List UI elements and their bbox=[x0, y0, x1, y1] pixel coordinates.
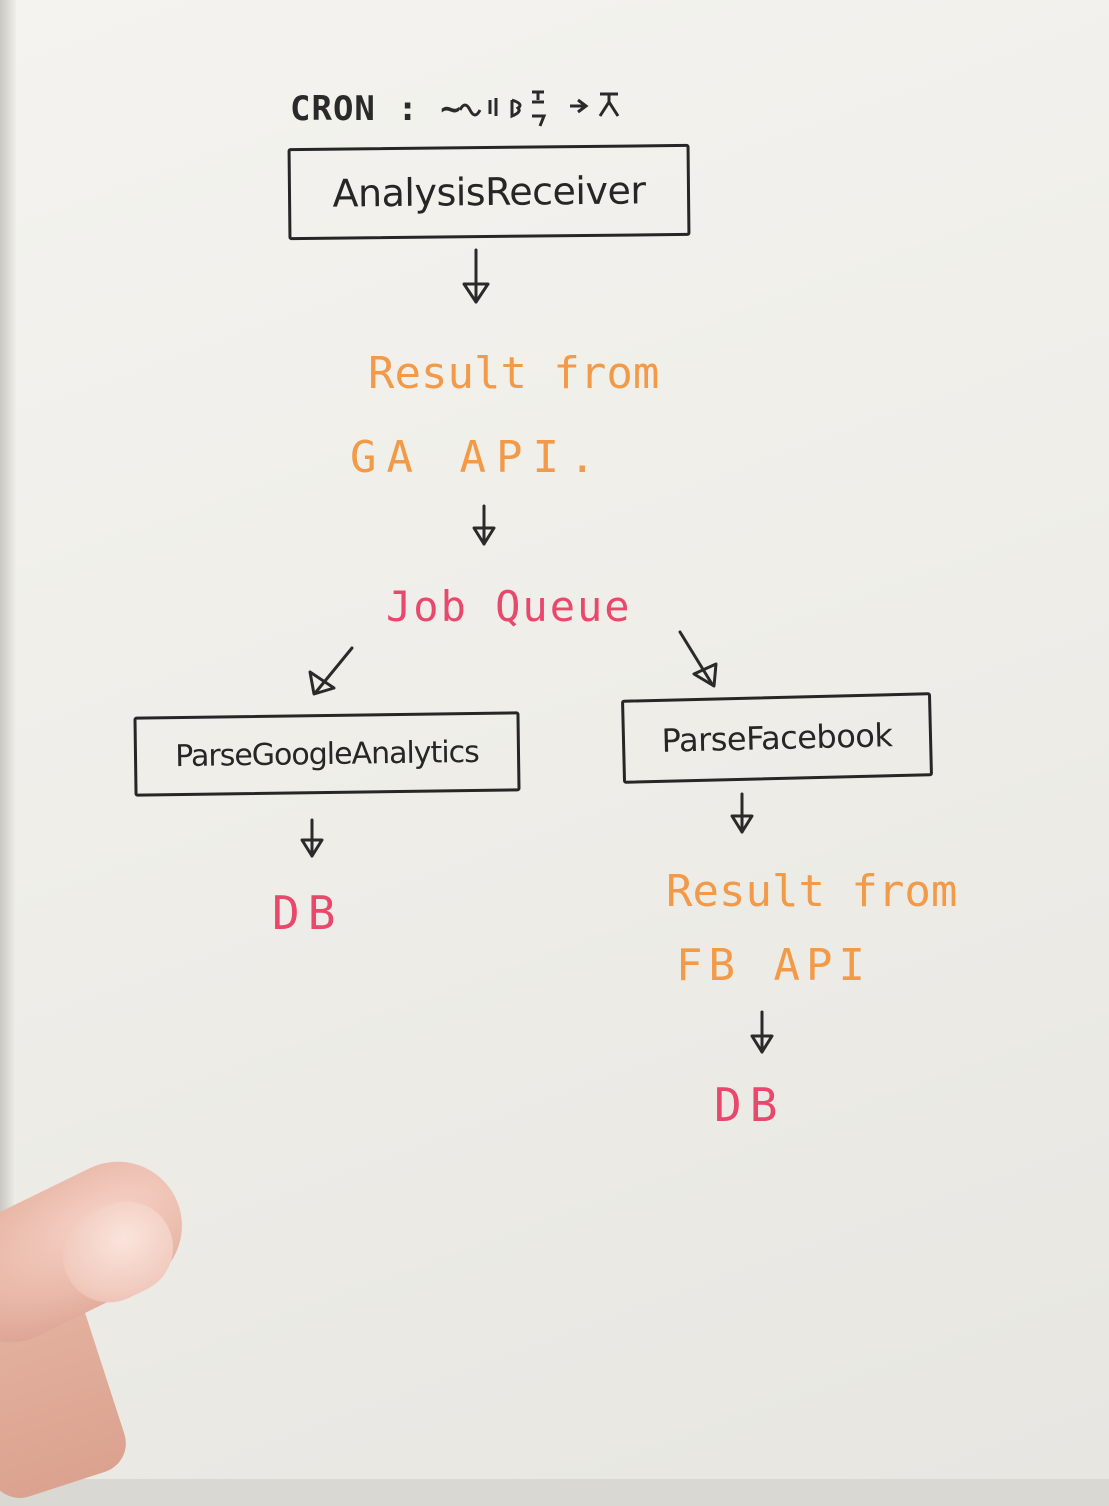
db-left-text: DB bbox=[272, 886, 344, 940]
result-fb-line1-text: Result from bbox=[666, 866, 958, 917]
arrow-down-receiver bbox=[462, 248, 490, 304]
arrow-down-google bbox=[300, 818, 324, 858]
arrow-down-facebook bbox=[730, 792, 754, 834]
db-right-text: DB bbox=[714, 1078, 786, 1132]
arrow-down-ga bbox=[472, 504, 496, 546]
result-ga-line2-text: GA API. bbox=[350, 432, 606, 483]
arrow-diagonal-left bbox=[308, 646, 354, 696]
result-ga-line1-text: Result from bbox=[368, 348, 660, 399]
db-right: DB bbox=[714, 1082, 785, 1128]
result-ga-line2: GA API. bbox=[350, 436, 605, 480]
cron-label: CRON : ~ bbox=[290, 92, 462, 126]
job-queue: Job Queue bbox=[386, 586, 632, 628]
cron-schedule-scribble bbox=[458, 90, 620, 127]
db-left: DB bbox=[272, 890, 343, 936]
arrow-diagonal-right bbox=[678, 630, 718, 688]
result-fb-line1: Result from bbox=[666, 870, 957, 914]
page-edge bbox=[0, 0, 16, 1479]
arrow-down-fb-result bbox=[750, 1010, 774, 1054]
job-queue-text: Job Queue bbox=[386, 582, 632, 631]
result-ga-line1: Result from bbox=[368, 352, 659, 396]
cron-label-text: CRON : ~ bbox=[290, 89, 462, 129]
result-fb-line2: FB API bbox=[676, 944, 871, 988]
result-fb-line2-text: FB API bbox=[676, 940, 871, 991]
